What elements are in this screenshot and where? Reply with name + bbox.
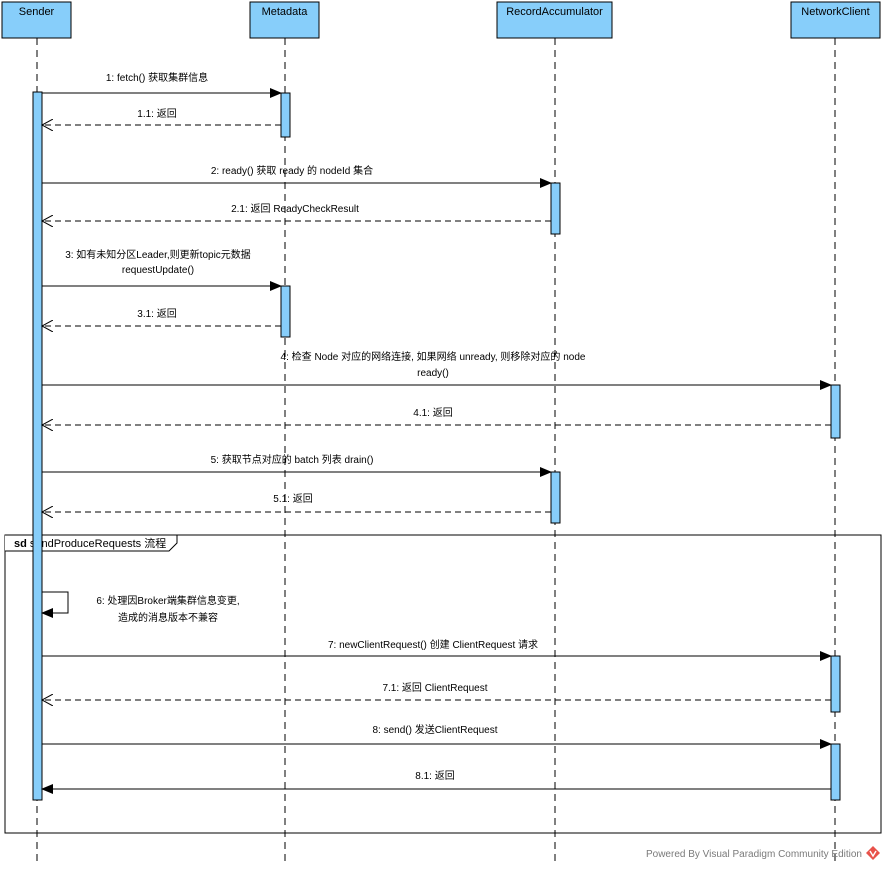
frame-name: sendProduceRequests 流程 bbox=[30, 536, 166, 550]
message-label: 1.1: 返回 bbox=[137, 108, 176, 120]
message-label: 造成的消息版本不兼容 bbox=[118, 611, 218, 624]
message-8[interactable]: 8: send() 发送ClientRequest bbox=[42, 723, 832, 749]
frame-keyword: sd bbox=[14, 538, 27, 550]
footer-text: Powered By Visual Paradigm Community Edi… bbox=[646, 849, 862, 860]
message-label: 3.1: 返回 bbox=[137, 308, 176, 320]
activation-network-2 bbox=[830, 655, 841, 713]
activation-network-3 bbox=[830, 743, 841, 801]
participant-label: Metadata bbox=[262, 6, 309, 18]
message-label: 4.1: 返回 bbox=[413, 407, 452, 419]
message-label: 2: ready() 获取 ready 的 nodeId 集合 bbox=[211, 164, 373, 177]
visual-paradigm-logo-icon bbox=[866, 846, 880, 860]
message-5[interactable]: 5: 获取节点对应的 batch 列表 drain() bbox=[42, 453, 552, 477]
participant-network[interactable]: NetworkClient bbox=[790, 1, 881, 39]
message-2-1-return[interactable]: 2.1: 返回 ReadyCheckResult bbox=[42, 203, 551, 221]
message-label: 4: 检查 Node 对应的网络连接, 如果网络 unready, 则移除对应的… bbox=[281, 350, 586, 363]
message-3[interactable]: 3: 如有未知分区Leader,则更新topic元数据 requestUpdat… bbox=[42, 248, 282, 291]
message-2[interactable]: 2: ready() 获取 ready 的 nodeId 集合 bbox=[42, 164, 552, 188]
message-label: 1: fetch() 获取集群信息 bbox=[106, 71, 208, 84]
message-label: 7.1: 返回 ClientRequest bbox=[382, 682, 487, 694]
participant-label: Sender bbox=[19, 6, 55, 18]
activation-metadata-2 bbox=[280, 285, 291, 338]
participant-label: RecordAccumulator bbox=[506, 6, 603, 18]
message-label: 6: 处理因Broker端集群信息变更, bbox=[96, 594, 239, 607]
activation-sender bbox=[32, 91, 43, 801]
message-label: 3: 如有未知分区Leader,则更新topic元数据 bbox=[65, 248, 251, 261]
message-7-1-return[interactable]: 7.1: 返回 ClientRequest bbox=[42, 682, 831, 700]
message-4[interactable]: 4: 检查 Node 对应的网络连接, 如果网络 unready, 则移除对应的… bbox=[42, 350, 832, 390]
activation-metadata-1 bbox=[280, 92, 291, 138]
participant-metadata[interactable]: Metadata bbox=[249, 1, 320, 39]
participant-label: NetworkClient bbox=[801, 6, 869, 18]
message-label: requestUpdate() bbox=[122, 265, 194, 276]
message-1-1-return[interactable]: 1.1: 返回 bbox=[42, 108, 281, 125]
message-7[interactable]: 7: newClientRequest() 创建 ClientRequest 请… bbox=[42, 638, 832, 661]
activation-accumulator-1 bbox=[550, 182, 561, 235]
message-6-self[interactable]: 6: 处理因Broker端集群信息变更, 造成的消息版本不兼容 bbox=[41, 591, 240, 624]
message-label: ready() bbox=[417, 368, 449, 379]
activation-accumulator-2 bbox=[550, 471, 561, 524]
message-4-1-return[interactable]: 4.1: 返回 bbox=[42, 407, 831, 425]
footer-watermark: Powered By Visual Paradigm Community Edi… bbox=[646, 846, 880, 860]
activation-network-1 bbox=[830, 384, 841, 439]
message-label: 5.1: 返回 bbox=[273, 493, 312, 505]
message-label: 2.1: 返回 ReadyCheckResult bbox=[231, 203, 359, 215]
message-label: 7: newClientRequest() 创建 ClientRequest 请… bbox=[328, 638, 538, 651]
lifelines bbox=[36, 38, 836, 866]
message-label: 8: send() 发送ClientRequest bbox=[372, 723, 497, 736]
participant-accumulator[interactable]: RecordAccumulator bbox=[496, 1, 613, 39]
message-5-1-return[interactable]: 5.1: 返回 bbox=[42, 493, 551, 512]
message-label: 5: 获取节点对应的 batch 列表 drain() bbox=[211, 453, 374, 466]
participant-sender[interactable]: Sender bbox=[1, 1, 72, 39]
message-8-1-return[interactable]: 8.1: 返回 bbox=[41, 770, 831, 794]
message-1[interactable]: 1: fetch() 获取集群信息 bbox=[42, 71, 282, 98]
message-3-1-return[interactable]: 3.1: 返回 bbox=[42, 308, 281, 326]
message-label: 8.1: 返回 bbox=[415, 770, 454, 782]
activations bbox=[32, 91, 841, 801]
